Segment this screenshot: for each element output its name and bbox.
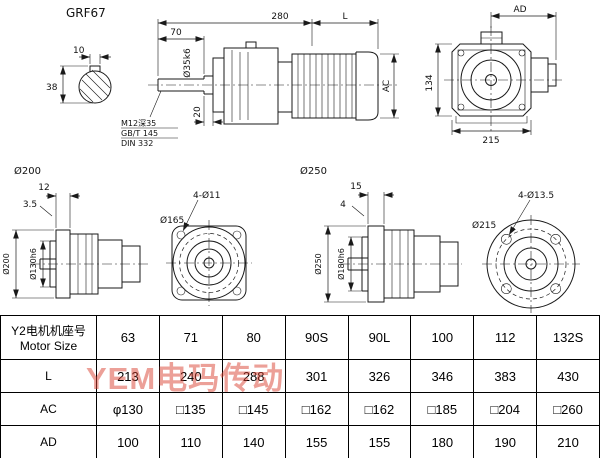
size-col-112: 112: [473, 315, 538, 360]
flange-250-side-view: [324, 192, 462, 303]
motor-size-header-cn: Y2电机机座号: [11, 324, 86, 338]
table-cell: 100: [96, 425, 160, 458]
flange200-spigot-label: Ø130h6: [28, 248, 38, 280]
table-cell: □135: [158, 392, 223, 426]
flange200-holes-label: 4-Ø11: [193, 190, 221, 201]
table-cell: 140: [221, 425, 286, 458]
size-col-80: 80: [221, 315, 286, 360]
table-row-AC: AC φ130 □135 □145 □162 □162 □185 □204 □2…: [0, 392, 600, 426]
size-col-90S: 90S: [284, 315, 349, 360]
flange250-boltcircle-label: Ø215: [472, 220, 496, 231]
flange250-spigot-label: Ø180h6: [336, 248, 346, 280]
size-col-100: 100: [410, 315, 475, 360]
table-cell: □185: [410, 392, 475, 426]
flange200-od-label: Ø200: [1, 253, 11, 275]
table-cell: 288: [221, 359, 286, 393]
flange250-thickness-label: 15: [350, 182, 361, 192]
table-cell: 155: [284, 425, 349, 458]
dim-key-width-label: 10: [73, 46, 85, 56]
technical-drawing: GRF67 10 38: [1, 5, 580, 313]
size-col-132S: 132S: [536, 315, 600, 360]
row-label-L: L: [0, 359, 97, 393]
table-cell: □145: [221, 392, 286, 426]
flange250-spigot-depth-label: 4: [340, 200, 346, 210]
dim-AC-label: AC: [382, 80, 392, 92]
table-cell: 210: [536, 425, 600, 458]
dim-shaft-height-label: 38: [46, 83, 58, 93]
flange250-od-label: Ø250: [313, 253, 323, 275]
table-cell: 110: [158, 425, 223, 458]
reducer-side-view: [121, 19, 400, 139]
table-cell: 346: [410, 359, 475, 393]
table-cell: 326: [347, 359, 412, 393]
table-cell: □162: [347, 392, 412, 426]
size-col-90L: 90L: [347, 315, 412, 360]
note-standard-label: GB/T 145: [121, 129, 158, 138]
dim-280-label: 280: [271, 12, 288, 22]
row-label-AC: AC: [0, 392, 97, 426]
table-cell: 180: [410, 425, 475, 458]
motor-size-table: Y2电机机座号 Motor Size 63 71 80 90S 90L 100 …: [0, 315, 600, 458]
dim-134-label: 134: [425, 74, 435, 91]
flange-200-front-view: [166, 199, 252, 306]
dim-20-label: 20: [193, 106, 203, 118]
shaft-diameter-label: Ø35k6: [182, 48, 193, 78]
table-cell: □162: [284, 392, 349, 426]
row-label-AD: AD: [0, 425, 97, 458]
shaft-cross-section: [60, 54, 112, 104]
flange200-title: Ø200: [14, 165, 41, 177]
flange250-title: Ø250: [300, 165, 327, 177]
note-tap-label: M12深35: [121, 119, 156, 128]
table-cell: 301: [284, 359, 349, 393]
size-col-63: 63: [96, 315, 160, 360]
flange-250-front-view: [482, 199, 580, 313]
table-cell: 430: [536, 359, 600, 393]
drawing-title: GRF67: [66, 6, 106, 20]
table-row-L: L 213 240 288 301 326 346 383 430: [0, 359, 600, 393]
motor-rear-view: [435, 12, 562, 135]
table-cell: 190: [473, 425, 538, 458]
motor-size-header-en: Motor Size: [19, 339, 78, 353]
size-col-71: 71: [158, 315, 223, 360]
dim-70-label: 70: [170, 28, 182, 38]
flange250-holes-label: 4-Ø13.5: [518, 190, 554, 201]
table-cell: φ130: [96, 392, 160, 426]
dim-L-label: L: [342, 12, 347, 22]
flange200-spigot-depth-label: 3.5: [23, 200, 37, 210]
dim-215-label: 215: [482, 136, 499, 146]
motor-size-header: Y2电机机座号 Motor Size: [0, 315, 97, 360]
table-cell: 155: [347, 425, 412, 458]
table-cell: □260: [536, 392, 600, 426]
flange200-thickness-label: 12: [38, 183, 49, 193]
dim-AD-label: AD: [513, 5, 526, 15]
table-cell: 240: [158, 359, 223, 393]
table-cell: 213: [96, 359, 160, 393]
table-cell: 383: [473, 359, 538, 393]
flange200-boltcircle-label: Ø165: [160, 215, 184, 226]
note-din-label: DIN 332: [121, 139, 153, 148]
table-header-row: Y2电机机座号 Motor Size 63 71 80 90S 90L 100 …: [0, 315, 600, 360]
table-cell: □204: [473, 392, 538, 426]
table-row-AD: AD 100 110 140 155 155 180 190 210: [0, 425, 600, 458]
flange-200-side-view: [12, 193, 150, 299]
